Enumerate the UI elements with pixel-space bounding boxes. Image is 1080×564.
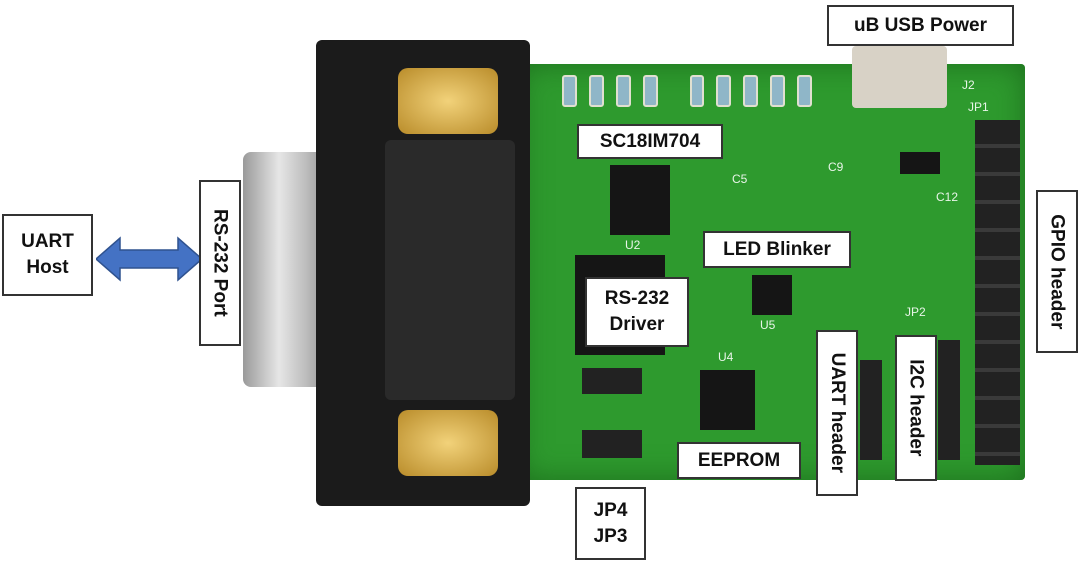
silk-jp2: JP2 [905,305,926,319]
label-uart-header: UART header [816,330,858,496]
silk-c12: C12 [936,190,959,204]
label-text: UART Host [21,231,74,278]
resistor-array [562,75,813,107]
label-i2c-header: I2C header [895,335,937,481]
connector-face [385,140,515,400]
chip-sc18im704 [610,165,670,235]
chip-led-blinker [752,275,792,315]
label-text: UART header [826,352,848,474]
gpio-pin-header[interactable] [975,120,1020,465]
diode-d5 [900,152,940,174]
silk-c5: C5 [732,172,748,186]
silk-u5: U5 [760,318,776,332]
label-text: GPIO header [1046,213,1068,330]
label-text: RS-232 Port [209,209,231,317]
i2c-pin-header[interactable] [938,340,960,460]
usb-connector [852,46,947,108]
screw-top [398,68,498,134]
label-uart-host: UART Host [2,214,93,296]
bidirectional-arrow-icon [96,236,202,282]
label-sc18im704: SC18IM704 [577,124,723,159]
screw-bottom [398,410,498,476]
label-text: uB USB Power [853,14,988,36]
label-rs232-port: RS-232 Port [199,180,241,346]
label-rs232-driver: RS-232 Driver [585,277,689,347]
chip-eeprom [700,370,755,430]
jp3-jumper[interactable] [582,430,642,458]
jp4-jumper[interactable] [582,368,642,394]
uart-pin-header[interactable] [860,360,882,460]
silk-j2: J2 [962,78,975,92]
label-text: I2C header [905,359,927,457]
silk-jp1: JP1 [968,100,989,114]
label-text: EEPROM [697,449,781,471]
label-text: SC18IM704 [599,130,701,152]
silk-u2: U2 [625,238,641,252]
label-led-blinker: LED Blinker [703,231,851,268]
silk-c9: C9 [828,160,844,174]
label-gpio-header: GPIO header [1036,190,1078,353]
label-jumpers: JP4 JP3 [575,487,646,560]
label-text: LED Blinker [723,238,831,260]
label-text: RS-232 Driver [604,288,670,335]
label-text: JP4 JP3 [593,499,628,547]
silk-u4: U4 [718,350,734,364]
label-usb-power: uB USB Power [827,5,1014,46]
label-eeprom: EEPROM [677,442,801,479]
